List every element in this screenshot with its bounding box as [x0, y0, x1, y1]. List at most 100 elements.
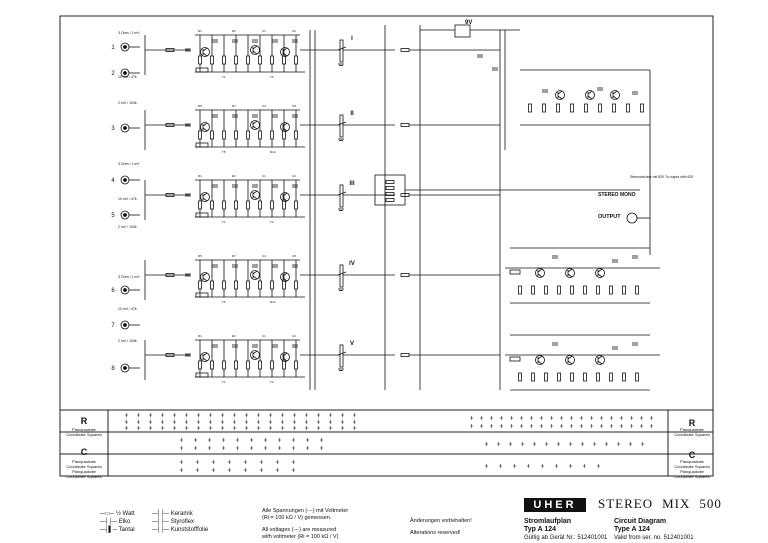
legend-kunststoff: ─┤├─ Kunststofffolie [152, 527, 209, 533]
voltage-regulator [454, 24, 471, 38]
transistor-emitter [612, 95, 618, 100]
transistor-symbol [250, 270, 260, 280]
dashed-test-point [509, 356, 521, 362]
resistor [234, 130, 238, 140]
transistor-collector [597, 355, 603, 360]
component-ref: C2 [292, 174, 296, 178]
dashed-test-point [195, 212, 209, 218]
transistor-emitter [587, 95, 593, 100]
resistor [234, 200, 238, 210]
resistor [400, 48, 410, 52]
resistor [531, 285, 535, 295]
fader-wiper [337, 191, 347, 196]
transistor-emitter [202, 52, 208, 57]
resistor [570, 285, 574, 295]
component-ref: C8 [292, 254, 296, 258]
component-ref: C4 [262, 254, 266, 258]
transistor-collector [567, 355, 573, 360]
jack-label-7: 10 mV / 47k [118, 307, 137, 311]
jack-number-7: 7 [111, 323, 115, 329]
transistor-emitter [202, 197, 208, 202]
stereo-mono-switch: STEREO MONO [598, 192, 636, 198]
resistor [270, 280, 274, 290]
jack-number-4: 4 [111, 178, 115, 184]
component-ref: C8 [292, 104, 296, 108]
table-row-sub-r: Planquadrate Coordinate Squares [66, 427, 102, 437]
fader-wiper [337, 351, 347, 356]
resistor [210, 130, 214, 140]
transistor-symbol [280, 122, 290, 132]
component-ref: R7 [232, 104, 236, 108]
transistor-emitter [567, 360, 573, 365]
jack-label-6: 3 Ohm / 1 mV [118, 275, 140, 279]
resistor [198, 200, 202, 210]
transistor-symbol [565, 268, 575, 278]
input-jack-pin [123, 288, 127, 292]
legend-right: ─┤├─ Keramik ─┤├─ Styroflex ─┤├─ Kunstst… [152, 510, 208, 534]
jack-number-5: 5 [111, 213, 115, 219]
transistor-collector [252, 45, 258, 50]
component-ref: R2 [232, 334, 236, 338]
resistor [258, 200, 262, 210]
component-ref: T1 [222, 75, 226, 79]
resistor [210, 280, 214, 290]
jack-label-3: 3 Ohm / 1 mV [118, 162, 140, 166]
component-ref: R12 [270, 300, 276, 304]
legend-left: ─▭─ ½ Watt ─┤├─ Elko ─┤▌─ Tantal [100, 510, 135, 534]
fader-wiper [337, 271, 347, 276]
transistor-symbol [280, 272, 290, 282]
uher-logo: UHER [524, 498, 586, 512]
resistor [385, 186, 395, 190]
transistor-emitter [597, 273, 603, 278]
transistor-symbol [200, 47, 210, 57]
resistor [598, 103, 602, 113]
table-right-sub-c: Planquadrate Coordinate Squares [674, 459, 710, 469]
resistor [294, 280, 298, 290]
transistor-collector [202, 47, 208, 52]
table-right-sub-t: Planquadrate Coordinate Squares [674, 469, 710, 479]
resistor [246, 130, 250, 140]
transistor-emitter [252, 275, 258, 280]
transistor-collector [202, 272, 208, 277]
component-ref: C1 [262, 29, 266, 33]
input-jack-pin [123, 45, 127, 49]
transistor-symbol [200, 122, 210, 132]
transistor-symbol [555, 90, 565, 100]
fader-potentiometer [339, 344, 344, 368]
transistor-collector [202, 122, 208, 127]
jack-number-8: 8 [111, 366, 115, 372]
resistor [518, 372, 522, 382]
fader-potentiometer [339, 114, 344, 138]
dashed-test-point [195, 142, 209, 148]
changes-note-de: Änderungen vorbehalten! [410, 518, 472, 524]
resistor [198, 360, 202, 370]
transistor-symbol [610, 90, 620, 100]
component-ref: T1 [222, 220, 226, 224]
output-jack-icon [626, 212, 638, 224]
channel-label-2: II [350, 111, 354, 117]
resistor [556, 103, 560, 113]
dashed-test-point [509, 269, 521, 275]
legend-keramik: ─┤├─ Keramik [152, 511, 193, 517]
component-ref: R5 [198, 104, 202, 108]
resistor-icon: ─▭─ [100, 511, 115, 517]
resistor [626, 103, 630, 113]
resistor [282, 55, 286, 65]
fader-potentiometer [339, 264, 344, 288]
input-jack-pin [123, 366, 127, 370]
transistor-collector [597, 268, 603, 273]
fader-potentiometer [339, 184, 344, 208]
voltage-note-de: Alle Spannungen (---) mit Voltmeter (Ri … [262, 508, 349, 521]
resistor [635, 285, 639, 295]
resistor [570, 103, 574, 113]
resistor [246, 280, 250, 290]
transistor-emitter [567, 273, 573, 278]
resistor [400, 353, 410, 357]
legend-elko: ─┤├─ Elko [100, 519, 131, 525]
resistor [294, 360, 298, 370]
resistor [210, 200, 214, 210]
input-jack-pin [123, 126, 127, 130]
component-ref: R1 [198, 174, 202, 178]
resistor [165, 193, 175, 197]
